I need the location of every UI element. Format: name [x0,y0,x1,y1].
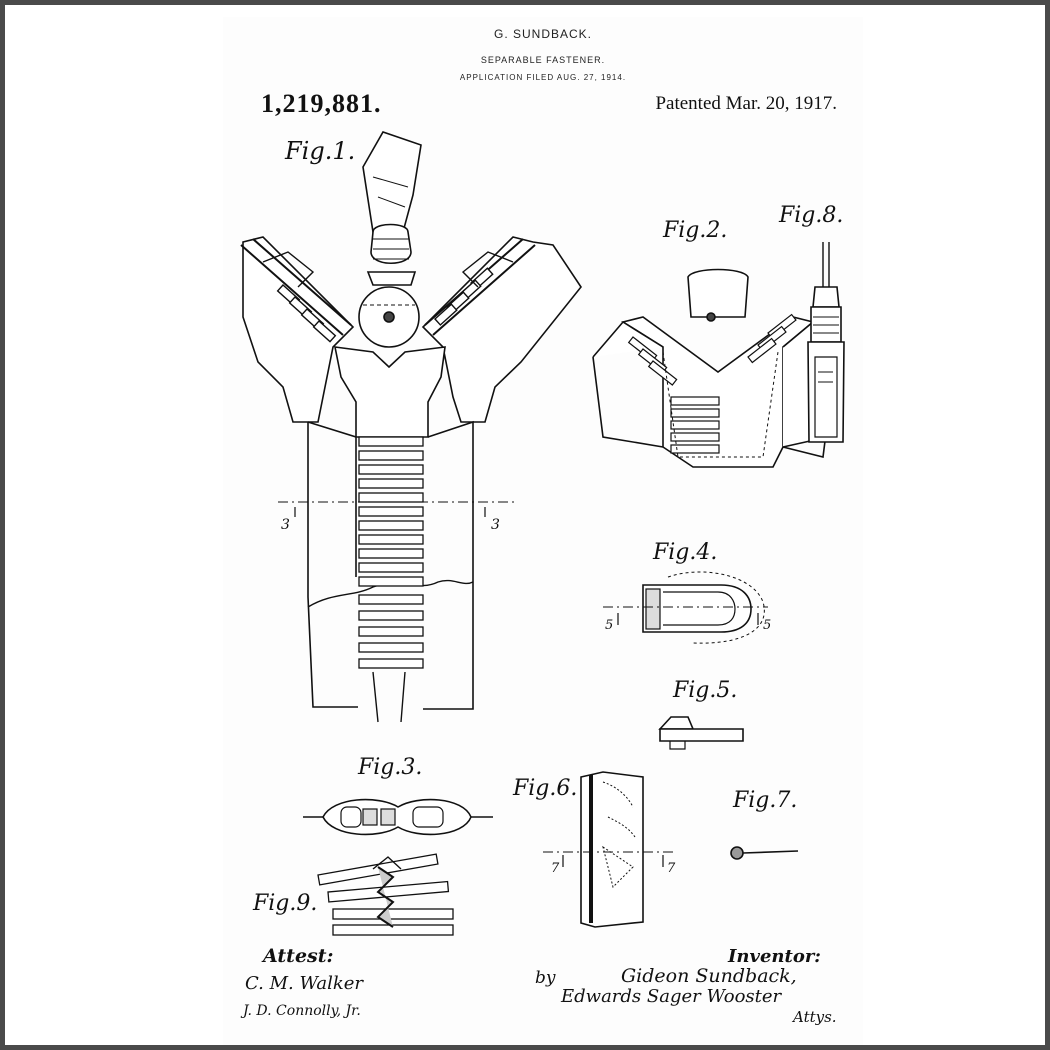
fig9-label: Fig.9. [252,891,317,916]
fig8-drawing [807,242,845,443]
patent-number: 1,219,881. [261,89,382,118]
witness-signature-2: J. D. Connolly, Jr. [240,1003,361,1019]
fig1-label: Fig.1. [284,137,355,165]
inventor-label: Inventor: [727,946,821,967]
application-date: APPLICATION FILED AUG. 27, 1914. [459,73,627,82]
inventor-header: G. SUNDBACK. [493,27,592,41]
inventor-signature: Gideon Sundback, [621,965,797,987]
patent-title: SEPARABLE FASTENER. [480,55,606,65]
fig2-drawing [592,268,836,468]
section-mark-7-left: 7 [551,861,560,876]
section-mark-3-left: 3 [281,517,290,533]
witness-signature-1: C. M. Walker [245,973,364,994]
fig6-drawing [543,771,673,928]
fig5-drawing [658,716,744,750]
section-mark-5-left: 5 [605,618,613,633]
attys-label: Attys. [791,1008,837,1026]
section-mark-3-right: 3 [491,517,500,533]
section-mark-5-right: 5 [763,618,771,633]
fig4-label: Fig.4. [652,540,717,565]
attorneys-signature: Edwards Sager Wooster [560,986,783,1007]
attest-label: Attest: [261,945,334,967]
section-mark-7-right: 7 [667,861,676,876]
fig8-label: Fig.8. [778,203,843,228]
fig3-label: Fig.3. [357,755,422,780]
patent-drawing: Fig.1. Fig.2. Fig.8. Fig.4. Fig.5. Fig.6… [240,131,845,1026]
by-label: by [535,968,556,988]
fig9-drawing [317,853,454,936]
patent-date: Patented Mar. 20, 1917. [655,93,837,114]
fig6-label: Fig.6. [512,776,577,801]
fig1-drawing [240,131,582,723]
fig5-label: Fig.5. [672,678,737,703]
fig4-drawing [603,571,768,644]
fig3-drawing [303,798,493,836]
fig7-drawing [730,846,799,860]
fig7-label: Fig.7. [732,788,797,813]
fig2-label: Fig.2. [662,218,727,243]
patent-sheet: G. SUNDBACK. SEPARABLE FASTENER. APPLICA… [223,17,863,1045]
